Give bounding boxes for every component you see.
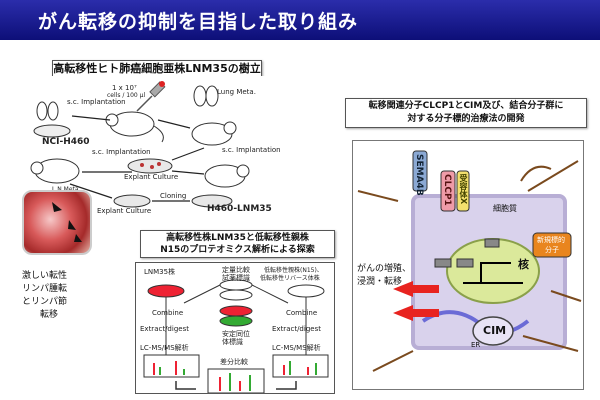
- n15-dish: [287, 284, 325, 298]
- return-arrows: [175, 381, 297, 390]
- signal-block: [484, 238, 500, 248]
- stable-line1: 安定同位: [222, 330, 250, 338]
- red-output-arrows: [393, 281, 439, 321]
- spectrum-left: [143, 354, 200, 378]
- explant-culture-label: Explant Culture: [124, 173, 179, 181]
- extract-right-label: Extract/digest: [272, 325, 321, 333]
- lung-meta-label: Lung Meta.: [217, 88, 256, 96]
- transcription-arrow: [463, 262, 523, 284]
- mouse-icon: [204, 164, 250, 188]
- stable-line2: 体標識: [222, 338, 243, 346]
- receptor-label: 受容体X: [459, 174, 468, 205]
- dose-text: 1 x 10⁷: [112, 84, 137, 92]
- petri-dish-icon: [33, 124, 71, 138]
- ln-meta-label: L.N.Meta.: [52, 186, 80, 193]
- cytoplasm-label: 細胞質: [493, 204, 517, 213]
- panel2-label-line1: 高転移性株LNM35と低転移性親株: [166, 233, 309, 243]
- photo-caption-line3: とリンパ節: [22, 297, 68, 307]
- drug-arrow-icons: [357, 160, 582, 372]
- lcms-left-label: LC-MS/MS解析: [140, 344, 189, 352]
- cim-shape: [472, 316, 514, 346]
- panel3-svg: [357, 150, 582, 372]
- low-strain-line1: 低転移性親株(N15)、: [264, 267, 323, 274]
- petri-dish-icon: [113, 194, 151, 208]
- er-label: ER: [471, 341, 481, 349]
- cim-label: CIM: [483, 324, 507, 337]
- reagent-dish: [219, 289, 253, 301]
- title-banner: がん転移の抑制を目指した取り組み: [0, 0, 600, 40]
- quant-line2: 試薬標識: [222, 274, 250, 282]
- spectrum-left-peaks: [153, 361, 185, 375]
- panel2-diagram: LNM35株 定量比較 試薬標識 低転移性親株(N15)、 低転移性リバース体株…: [135, 262, 335, 394]
- nucleus-label: 核: [518, 258, 529, 271]
- lung-icon: [36, 101, 59, 121]
- panel1-label: 高転移性ヒト肺癌細胞亜株LNM35の樹立: [52, 60, 262, 77]
- novel-target-shape: [532, 232, 572, 258]
- panel3-diagram: SEMA4B CLCP1 受容体X 細胞質 新規標的 分子 核 がんの増殖、 浸…: [352, 140, 584, 390]
- mouse-icon: [30, 158, 80, 184]
- photo-caption-line4: 転移: [40, 310, 59, 320]
- petri-dish-icon: [127, 158, 173, 174]
- panel3-label-line1: 転移関連分子CLCP1とCIM及び、結合分子群に: [368, 101, 564, 111]
- quant-line1: 定量比較: [222, 266, 250, 274]
- flow-arrows: [69, 115, 205, 202]
- dose-unit-text: cells / 100 μl: [107, 92, 146, 99]
- combine-right-label: Combine: [286, 309, 318, 317]
- photo-caption-line2: リンパ腫転: [22, 284, 68, 294]
- clcp1-shape: [440, 170, 456, 212]
- sc-implantation-label: s.c. Implantation: [222, 146, 281, 154]
- receptor-shape: [456, 170, 470, 212]
- spectrum-right: [272, 354, 329, 378]
- combine-left-label: Combine: [152, 309, 184, 317]
- syringe-icon: [136, 81, 166, 112]
- lnm35-strain-label: LNM35株: [144, 268, 176, 276]
- mouse-icon: [105, 111, 164, 143]
- low-strain-line2: 低転移性リバース体株: [260, 275, 320, 282]
- sema4b-label: SEMA4B: [414, 154, 424, 196]
- mouse-icon: [191, 121, 237, 146]
- lung-icon: [193, 85, 219, 107]
- sc-implantation-label: s.c. Implantation: [67, 98, 126, 106]
- panel2-connectors: [165, 284, 307, 363]
- sema4b-shape: [412, 150, 428, 192]
- extract-left-label: Extract/digest: [140, 325, 189, 333]
- panel2-label-line2: N15のプロテオミクス解析による探索: [160, 245, 315, 255]
- panel2-svg: [143, 279, 329, 393]
- isotope-dish-red: [219, 305, 253, 317]
- ncih460-label: NCI-H460: [42, 137, 90, 147]
- panel2-label: 高転移性株LNM35と低転移性親株 N15のプロテオミクス解析による探索: [140, 230, 335, 258]
- h460lnm35-label: H460-LNM35: [207, 204, 272, 214]
- diff-compare-label: 差分比較: [220, 358, 248, 366]
- panel3-label: 転移関連分子CLCP1とCIM及び、結合分子群に 対する分子標的治療法の開発: [345, 98, 587, 128]
- cancer-line2: 浸潤・転移: [357, 277, 403, 287]
- signal-block: [456, 258, 474, 268]
- novel-target-line2: 分子: [545, 246, 559, 254]
- cancer-line1: がんの増殖、: [357, 264, 412, 274]
- petri-dish-icon: [191, 194, 233, 208]
- spectrum-center: [207, 368, 265, 393]
- novel-target-line1: 新規標的: [537, 236, 565, 244]
- sc-implantation-label: s.c. Implantation: [92, 148, 151, 156]
- panel1-svg: [30, 81, 250, 208]
- clcp1-label: CLCP1: [442, 174, 452, 206]
- photo-caption-line1: 激しい転性: [22, 271, 68, 281]
- lcms-right-label: LC-MS/MS解析: [272, 344, 321, 352]
- lymph-node-photo: [22, 190, 92, 255]
- spectrum-center-peaks: [219, 373, 251, 391]
- panel1-label-text: 高転移性ヒト肺癌細胞亜株LNM35の樹立: [53, 62, 261, 75]
- panel3-label-line2: 対する分子標的治療法の開発: [407, 114, 525, 124]
- isotope-dish-green: [219, 315, 253, 327]
- photo-arrows: [52, 202, 82, 242]
- signal-block: [434, 258, 452, 268]
- lnm35-dish: [147, 284, 185, 298]
- cloning-label: Cloning: [160, 192, 187, 200]
- spectrum-right-peaks: [283, 361, 317, 375]
- explant-culture-label: Explant Culture: [97, 207, 152, 215]
- page-title: がん転移の抑制を目指した取り組み: [38, 11, 359, 33]
